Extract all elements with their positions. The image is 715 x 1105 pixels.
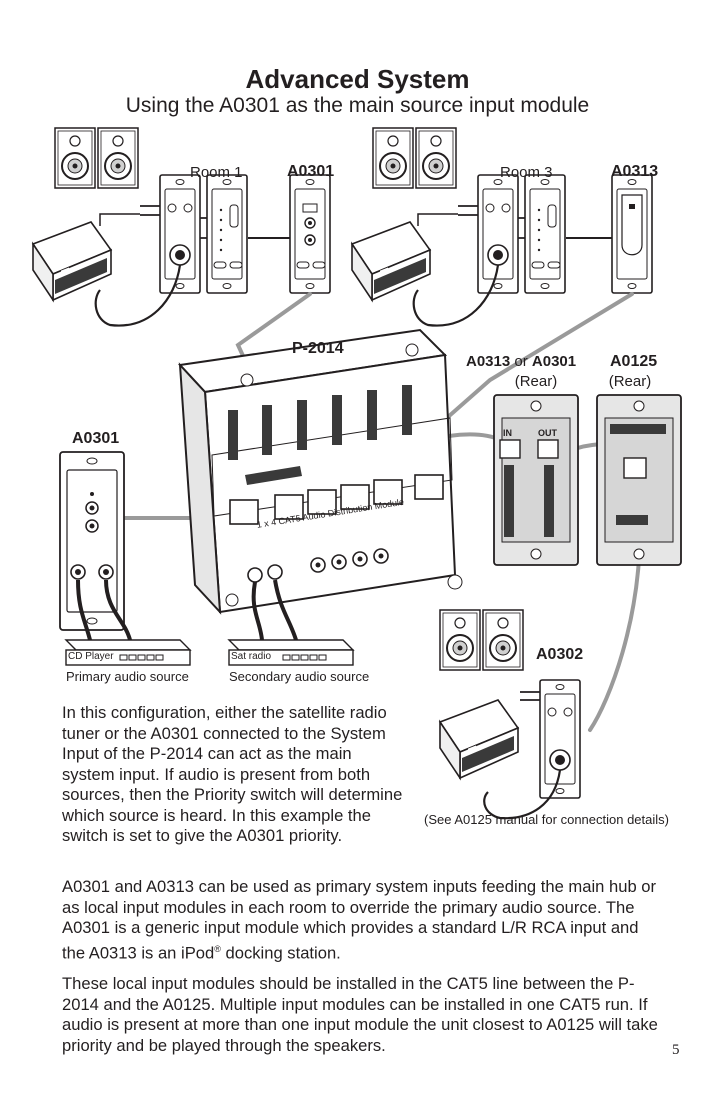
page-title: Advanced System bbox=[245, 64, 470, 94]
rear-left-heading: A0313 or A0301 bbox=[466, 353, 576, 370]
rear-or-label: or bbox=[514, 353, 528, 370]
a0125-rear-module bbox=[596, 394, 682, 566]
paragraph-3: These local input modules should be inst… bbox=[62, 974, 658, 1055]
rear-left-sublabel: (Rear) bbox=[514, 373, 558, 390]
a0313-top-label: A0313 bbox=[611, 163, 659, 180]
primary-source-label: Primary audio source bbox=[66, 669, 189, 684]
room1-keypad bbox=[206, 174, 248, 294]
a0301-room-plate bbox=[289, 174, 331, 294]
room1-control-plate bbox=[159, 174, 201, 294]
paragraph-2-end: docking station. bbox=[220, 943, 341, 963]
room3-speakers bbox=[372, 127, 457, 189]
a0302-amplifier bbox=[439, 699, 519, 779]
a0302-speakers bbox=[439, 609, 524, 671]
page-number: 5 bbox=[672, 1042, 680, 1058]
rear-a0301-label: A0301 bbox=[531, 353, 577, 370]
room3-amplifier bbox=[351, 221, 431, 301]
module-in-label: IN bbox=[503, 428, 512, 438]
room3-control-plate bbox=[477, 174, 519, 294]
paragraph-1: In this configuration, either the satell… bbox=[62, 703, 403, 845]
a0301-left-label: A0301 bbox=[72, 430, 120, 447]
a0313-a0301-rear-module bbox=[493, 394, 579, 566]
a0302-control-plate bbox=[539, 679, 581, 799]
a0313-room-plate bbox=[611, 174, 653, 294]
p2014-hub bbox=[177, 328, 463, 615]
secondary-source-label: Secondary audio source bbox=[229, 669, 370, 684]
a0302-label: A0302 bbox=[536, 646, 584, 663]
room1-amplifier bbox=[32, 221, 112, 301]
room3-keypad bbox=[524, 174, 566, 294]
room1-speakers bbox=[54, 127, 139, 189]
a0301-top-label: A0301 bbox=[287, 163, 335, 180]
cd-player bbox=[64, 639, 192, 666]
see-manual-note: (See A0125 manual for connection details… bbox=[424, 812, 669, 827]
paragraph-2: A0301 and A0313 can be used as primary s… bbox=[62, 877, 662, 964]
rear-a0313-label: A0313 bbox=[466, 353, 511, 370]
a0301-input-plate bbox=[59, 451, 125, 631]
p2014-label: P-2014 bbox=[292, 340, 344, 357]
sat-radio-label: Sat radio bbox=[231, 651, 272, 662]
sat-radio bbox=[227, 639, 355, 666]
rear-a0125-label: A0125 bbox=[610, 353, 658, 370]
room1-label: Room 1 bbox=[190, 164, 243, 181]
module-out-label: OUT bbox=[538, 428, 557, 438]
rear-right-sublabel: (Rear) bbox=[608, 373, 652, 390]
cd-player-label: CD Player bbox=[68, 651, 114, 662]
room3-label: Room 3 bbox=[500, 164, 553, 181]
paragraph-2-text: A0301 and A0313 can be used as primary s… bbox=[62, 877, 657, 963]
page-subtitle: Using the A0301 as the main source input… bbox=[125, 94, 590, 117]
registered-mark: ® bbox=[214, 943, 221, 954]
